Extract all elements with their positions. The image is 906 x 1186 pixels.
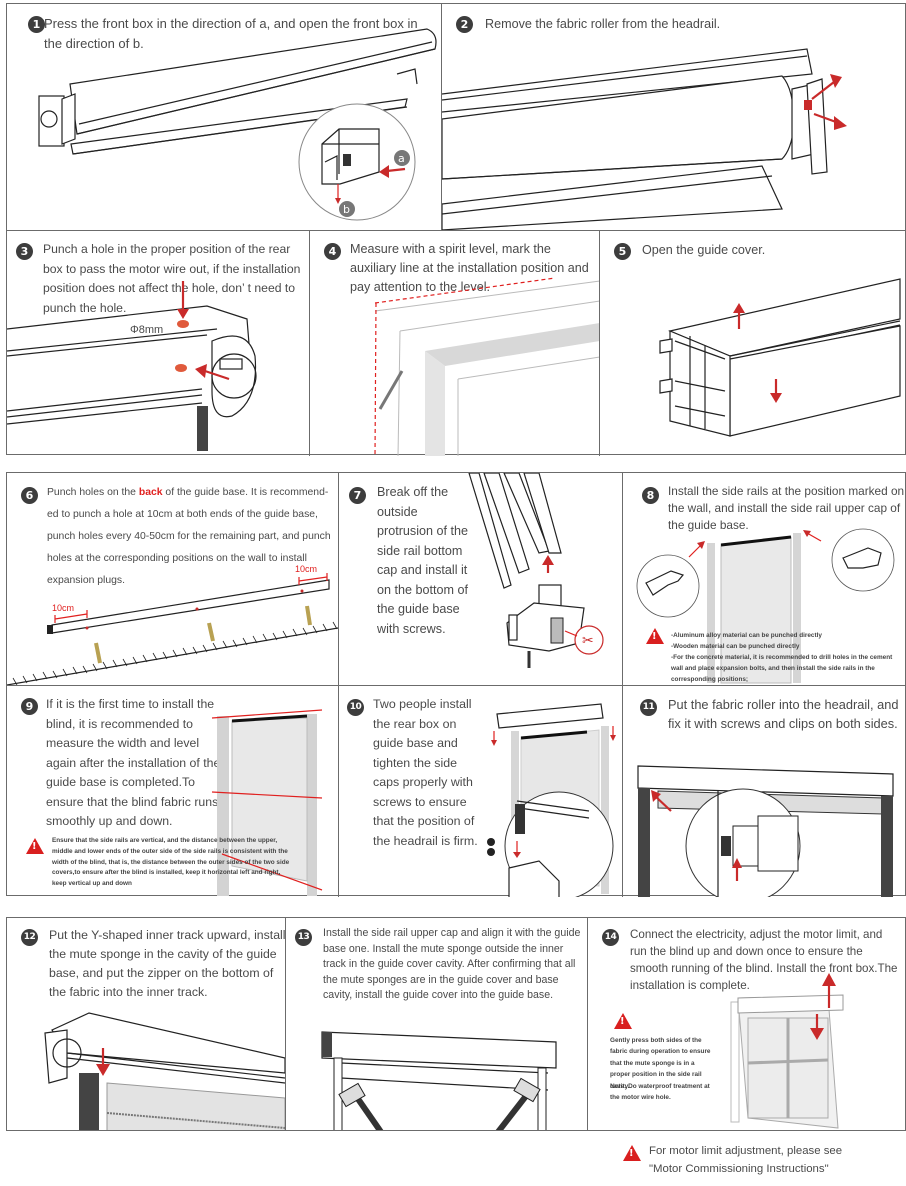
step-6-text-after: of the guide base. It is recommend-ed to…	[47, 487, 331, 586]
guide-base-drilling-illustration	[7, 573, 338, 685]
step-9-text: If it is the first time to install the b…	[46, 697, 221, 828]
bottom-cap-illustration: ✂	[468, 473, 604, 668]
step-number-badge: 12	[21, 929, 38, 946]
step-number-badge: 6	[21, 487, 38, 504]
step-6-highlight: back	[138, 487, 163, 498]
warning-triangle-icon	[623, 1145, 641, 1161]
step-5-panel: 5 Open the guide cover.	[599, 231, 905, 456]
step-6-text: Punch holes on the back of the guide bas…	[47, 482, 337, 592]
step-2-text: Remove the fabric roller from the headra…	[485, 17, 721, 31]
step-2-panel: 2 Remove the fabric roller from the head…	[441, 4, 905, 230]
step-13-panel: 13 Install the side rail upper cap and a…	[285, 918, 587, 1130]
step-14-note: Note: Do waterproof treatment at the mot…	[610, 1083, 710, 1102]
steps-group-6-11: 6 Punch holes on the back of the guide b…	[6, 472, 906, 897]
step-8-warning-line-3: -For the concrete material, it is recomm…	[671, 654, 893, 683]
step-7-panel: 7 Break off the outside protrusion of th…	[338, 473, 622, 685]
step-8-warning-line-2: -Wooden material can be punched directly	[671, 643, 800, 650]
step-6-panel: 6 Punch holes on the back of the guide b…	[7, 473, 338, 685]
step-5-text: Open the guide cover.	[642, 243, 766, 257]
steps-group-12-14: 12 Put the Y-shaped inner track upward, …	[6, 917, 906, 1131]
label-a-badge	[394, 150, 410, 166]
dimension-left-label: 10cm	[52, 603, 75, 613]
spirit-level-illustration	[374, 277, 599, 456]
steps-group-1-5: 1 Press the front box in the direction o…	[6, 3, 906, 456]
step-8-text: Install the side rails at the position m…	[668, 484, 905, 532]
step-11-panel: 11 Put the fabric roller into the headra…	[622, 686, 905, 897]
step-1-text: Press the front box in the direction of …	[44, 16, 418, 51]
step-number-badge: 11	[640, 699, 657, 716]
step-6-text-before: Punch holes on the	[47, 487, 139, 498]
step-14-text: Connect the electricity, adjust the moto…	[630, 928, 898, 992]
step-13-text: Install the side rail upper cap and alig…	[323, 927, 581, 1002]
label-b: b	[343, 203, 350, 216]
completed-blind-illustration	[730, 973, 844, 1129]
step-number-badge: 14	[602, 929, 619, 946]
step-4-text: Measure with a spirit level, mark the au…	[350, 242, 589, 294]
rear-box-illustration	[7, 281, 257, 451]
step-number-badge: 8	[642, 487, 659, 504]
step-number-badge: 9	[21, 698, 38, 715]
side-rails-illustration	[636, 528, 895, 684]
step-9-panel: 9 If it is the first time to install the…	[7, 686, 338, 897]
step-number-badge: 5	[614, 243, 631, 260]
dimension-right-label: 10cm	[295, 564, 318, 574]
step-3-text: Punch a hole in the proper position of t…	[43, 242, 301, 315]
front-box-illustration: a b	[38, 28, 437, 221]
footer-note-line-1: For motor limit adjustment, please see	[649, 1145, 843, 1157]
label-a: a	[398, 152, 405, 165]
step-number-badge: 2	[456, 16, 473, 33]
guide-cover-illustration	[659, 278, 901, 437]
step-number-badge: 3	[16, 243, 33, 260]
step-number-badge: 13	[295, 929, 312, 946]
scissors-icon: ✂	[582, 632, 594, 648]
label-b-badge	[339, 201, 355, 217]
fabric-roller-install-illustration	[637, 765, 894, 897]
step-4-panel: 4 Measure with a spirit level, mark the …	[309, 231, 599, 456]
step-3-panel: 3 Punch a hole in the proper position of…	[7, 231, 309, 456]
level-check-illustration	[211, 709, 323, 896]
step-12-text: Put the Y-shaped inner track upward, ins…	[49, 928, 285, 999]
step-12-panel: 12 Put the Y-shaped inner track upward, …	[7, 918, 285, 1130]
guide-cover-install-illustration	[321, 1031, 557, 1130]
step-10-panel: 10 Two people install the rear box on gu…	[338, 686, 622, 897]
step-10-text: Two people install the rear box on guide…	[373, 697, 478, 848]
step-8-panel: 8 Install the side rails at the position…	[622, 473, 905, 685]
warning-triangle-icon	[614, 1013, 632, 1029]
rear-box-install-illustration	[487, 703, 616, 897]
inner-track-illustration	[44, 1012, 285, 1130]
step-number-badge: 1	[28, 16, 45, 33]
warning-triangle-icon	[26, 838, 44, 854]
step-14-panel: 14 Connect the electricity, adjust the m…	[587, 918, 905, 1130]
step-9-warning: Ensure that the side rails are vertical,…	[52, 837, 290, 888]
step-14-warning: Gently press both sides of the fabric du…	[610, 1037, 711, 1090]
step-7-text: Break off the outside protrusion of the …	[377, 485, 469, 636]
step-number-badge: 10	[347, 699, 364, 716]
step-number-badge: 4	[324, 243, 341, 260]
hole-diameter-label: Φ8mm	[130, 324, 164, 336]
fabric-roller-illustration	[442, 48, 847, 230]
step-number-badge: 7	[349, 487, 366, 504]
warning-triangle-icon	[646, 628, 664, 644]
footer-note-line-2: "Motor Commissioning Instructions"	[649, 1163, 829, 1175]
step-8-warning-line-1: -Aluminum alloy material can be punched …	[671, 632, 822, 639]
step-1-panel: 1 Press the front box in the direction o…	[7, 4, 441, 230]
step-11-text: Put the fabric roller into the headrail,…	[668, 697, 899, 731]
